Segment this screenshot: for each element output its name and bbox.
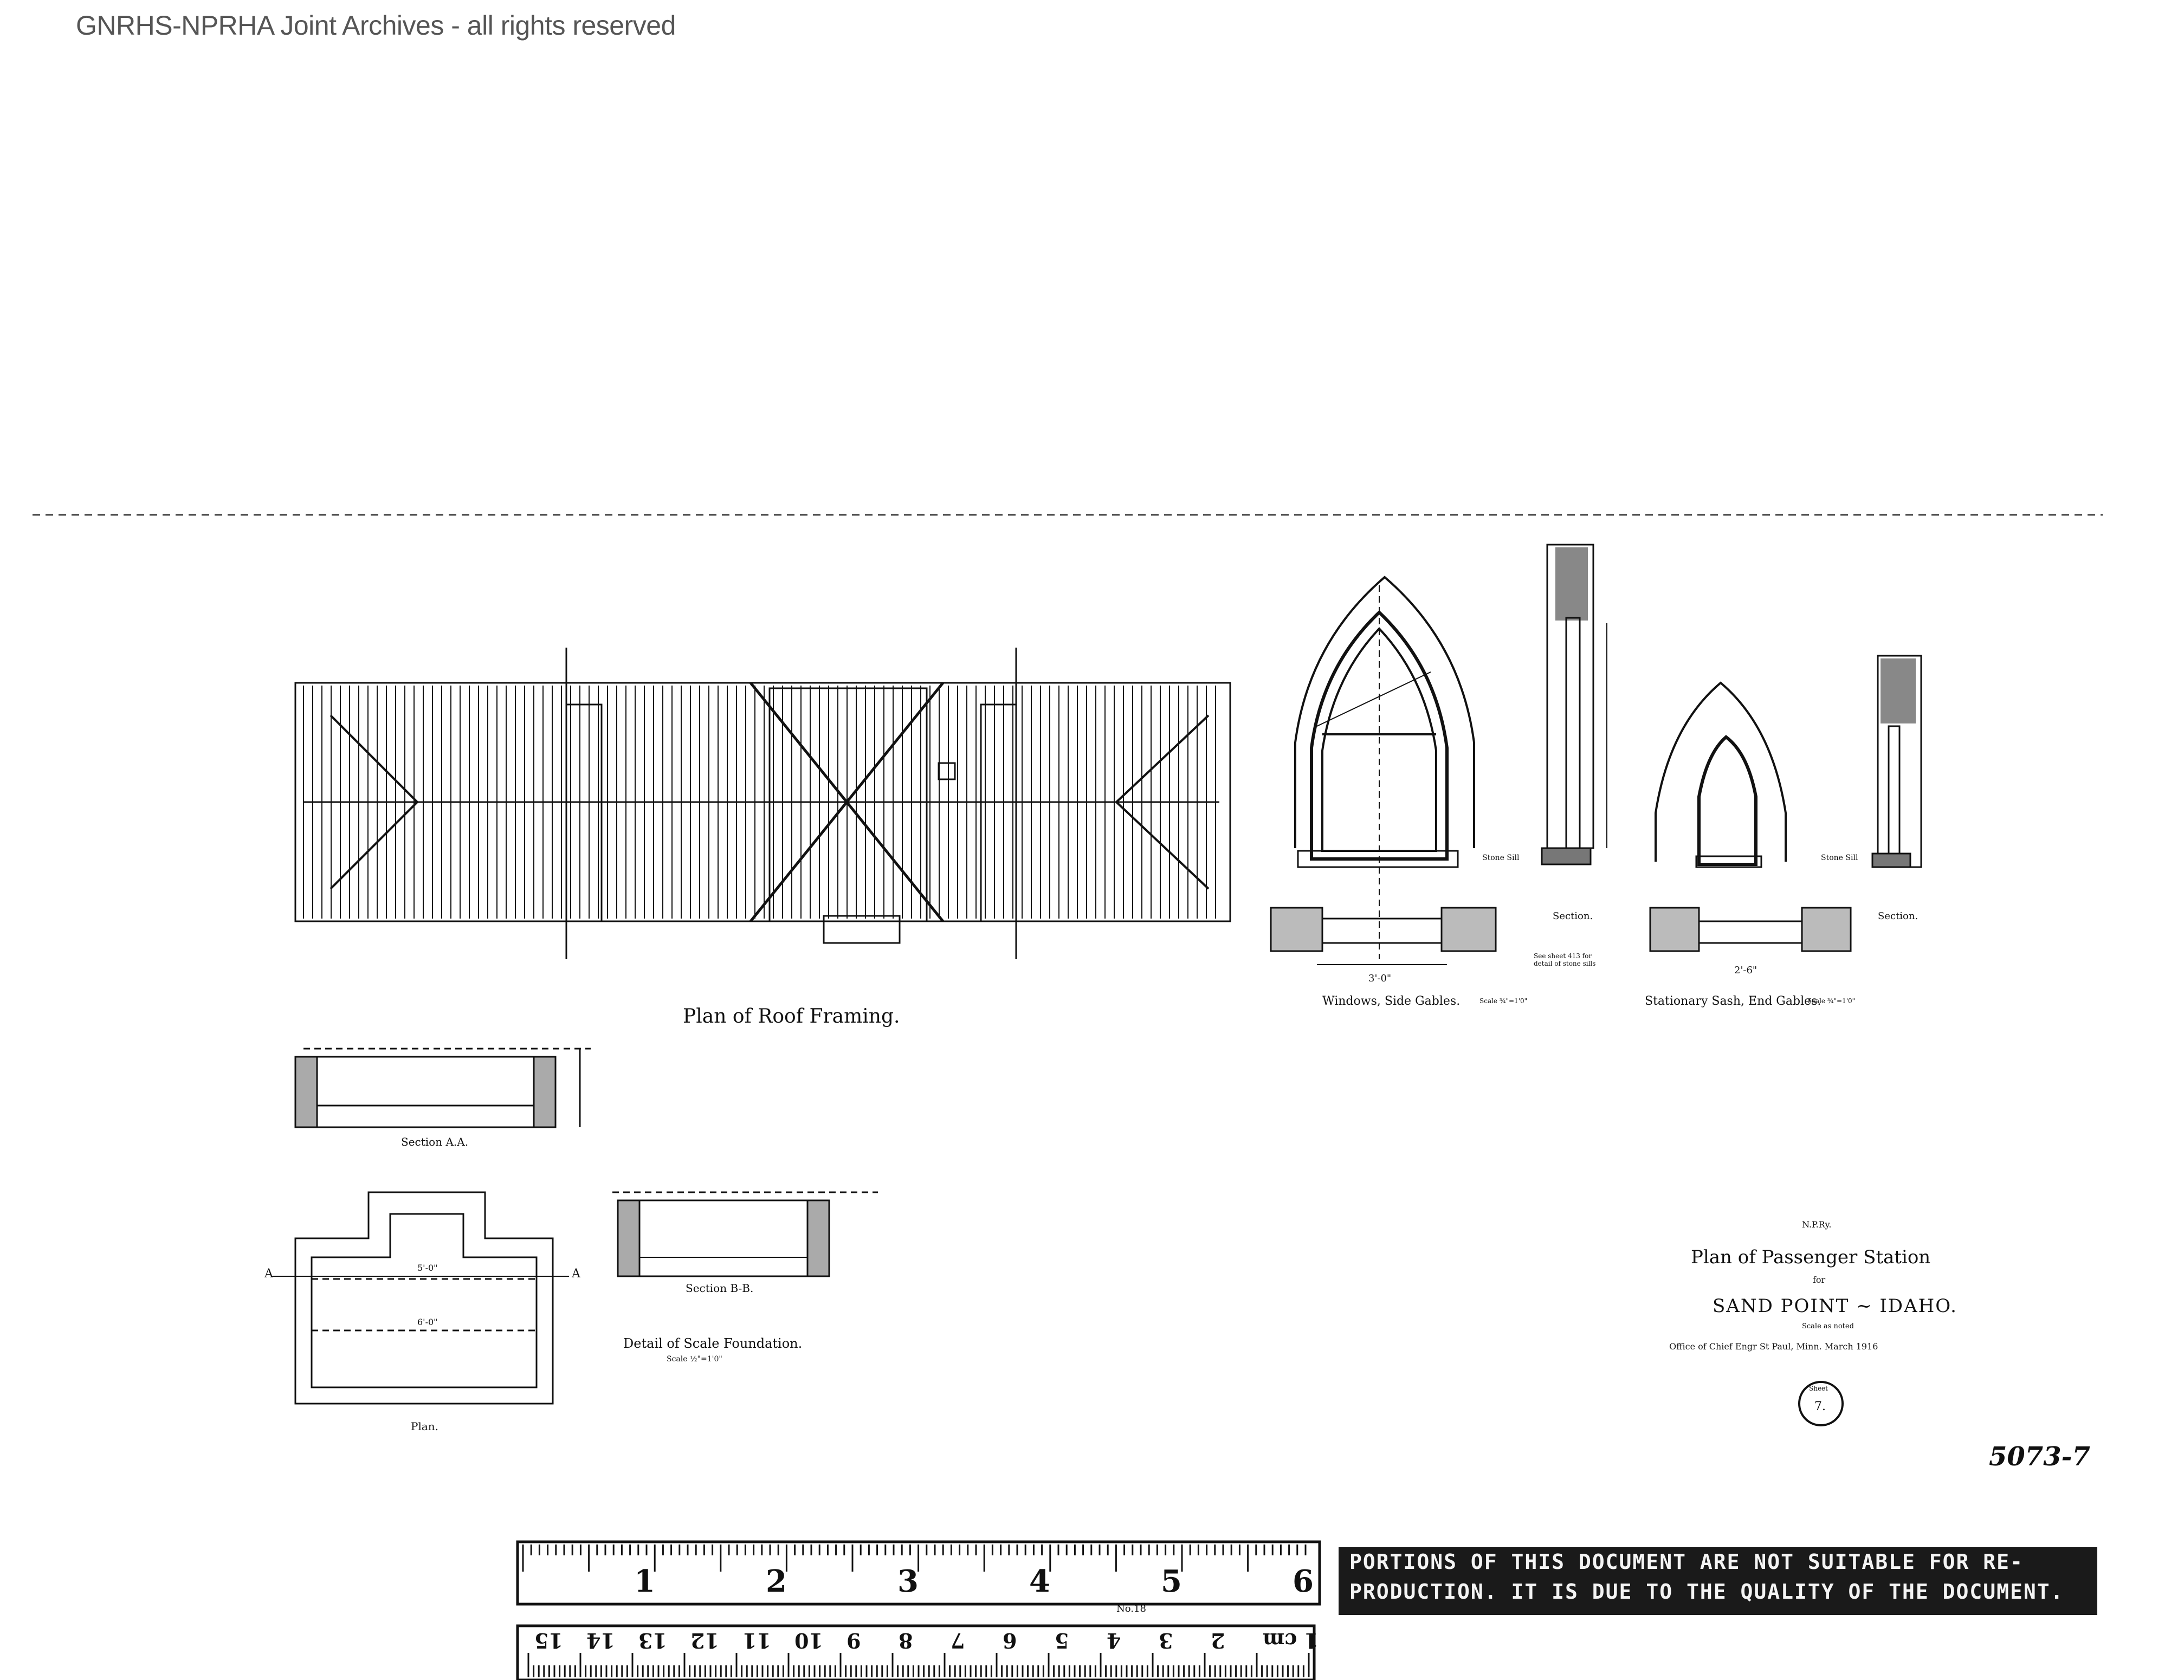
ruler-cm-label: 7 <box>951 1629 965 1653</box>
drawing-location: SAND POINT ~ IDAHO. <box>1713 1295 1957 1317</box>
section-marker-a-right: A <box>572 1267 580 1281</box>
windows-side-gables-scale: Scale ¾"=1'0" <box>1479 997 1528 1005</box>
archive-watermark: GNRHS-NPRHA Joint Archives - all rights … <box>76 10 676 41</box>
drawing-scale-note: Scale as noted <box>1802 1322 1854 1330</box>
sheet-number: 7. <box>1814 1400 1826 1413</box>
ruler-cm-label: 8 <box>899 1629 913 1653</box>
stationary-sash-title: Stationary Sash, End Gables. <box>1645 994 1821 1008</box>
plan-dimension-a: 5'-0" <box>417 1263 438 1273</box>
scale-foundation-title: Detail of Scale Foundation. <box>623 1336 803 1351</box>
drawing-office: Office of Chief Engr St Paul, Minn. Marc… <box>1669 1341 1878 1352</box>
scale-foundation-plan <box>271 1191 569 1405</box>
ruler-cm-label: 13 <box>638 1629 667 1653</box>
ruler-cm-label: 14 <box>586 1629 615 1653</box>
plan-dimension-b: 6'-0" <box>417 1317 438 1327</box>
ruler-cm-label: 10 <box>794 1629 823 1653</box>
ruler-inch-label: 2 <box>766 1563 787 1599</box>
section-aa-title: Section A.A. <box>401 1135 469 1148</box>
stationary-sash-elevation <box>1649 655 1922 952</box>
ruler-cm-label: 12 <box>690 1629 719 1653</box>
ruler-inch-label: 4 <box>1029 1563 1050 1599</box>
section-marker-a-left: A <box>264 1267 273 1281</box>
notice-line-2: PRODUCTION. IT IS DUE TO THE QUALITY OF … <box>1349 1580 2064 1604</box>
section-label-1: Section. <box>1553 910 1593 922</box>
drawing-title-for: for <box>1813 1275 1826 1285</box>
measuring-ruler <box>516 1540 1321 1680</box>
windows-side-gables-title: Windows, Side Gables. <box>1322 994 1461 1008</box>
ruler-cm-label: 1 cm <box>1263 1629 1319 1653</box>
sheet-label: Sheet <box>1809 1385 1828 1392</box>
notice-line-1: PORTIONS OF THIS DOCUMENT ARE NOT SUITAB… <box>1349 1550 2024 1574</box>
see-sheet-note: See sheet 413 for detail of stone sills <box>1534 952 1596 967</box>
ruler-cm-label: 4 <box>1107 1629 1121 1653</box>
window-side-gable-elevation <box>1270 544 1607 965</box>
window-width-dimension: 3'-0" <box>1368 973 1392 984</box>
ruler-cm-label: 2 <box>1211 1629 1225 1653</box>
ruler-inch-label: 6 <box>1293 1563 1314 1599</box>
stone-sill-label-2: Stone Sill <box>1821 854 1858 862</box>
plan-title: Plan. <box>411 1420 439 1433</box>
section-aa-drawing <box>294 1048 591 1128</box>
sheet-number-circle <box>1798 1381 1844 1426</box>
ruler-inch-label: 1 <box>634 1563 655 1599</box>
reproduction-notice-banner <box>1339 1547 2097 1615</box>
ruler-cm-label: 11 <box>742 1629 771 1653</box>
drawing-number: 5073-7 <box>1989 1442 2090 1472</box>
scale-foundation-scale: Scale ½"=1'0" <box>667 1355 722 1364</box>
ruler-cm-label: 15 <box>534 1629 563 1653</box>
stone-sill-label: Stone Sill <box>1482 854 1520 862</box>
section-label-2: Section. <box>1878 910 1918 922</box>
sash-width-dimension: 2'-6" <box>1734 965 1757 976</box>
railway-abbrev: N.P.Ry. <box>1802 1219 1832 1230</box>
section-bb-drawing <box>612 1191 878 1277</box>
ruler-cm-label: 3 <box>1159 1629 1173 1653</box>
ruler-inch-label: 3 <box>897 1563 919 1599</box>
roof-framing-title: Plan of Roof Framing. <box>683 1005 900 1028</box>
ruler-cm-label: 9 <box>847 1629 861 1653</box>
roof-framing-plan <box>294 648 1231 959</box>
stationary-sash-scale: Scale ¾"=1'0" <box>1807 997 1856 1005</box>
ruler-cm-label: 5 <box>1055 1629 1069 1653</box>
drawing-title: Plan of Passenger Station <box>1691 1246 1931 1268</box>
ruler-inch-label: 5 <box>1161 1563 1182 1599</box>
ruler-model: No.18 <box>1116 1603 1146 1614</box>
section-bb-title: Section B-B. <box>686 1282 754 1295</box>
ruler-cm-label: 6 <box>1003 1629 1017 1653</box>
